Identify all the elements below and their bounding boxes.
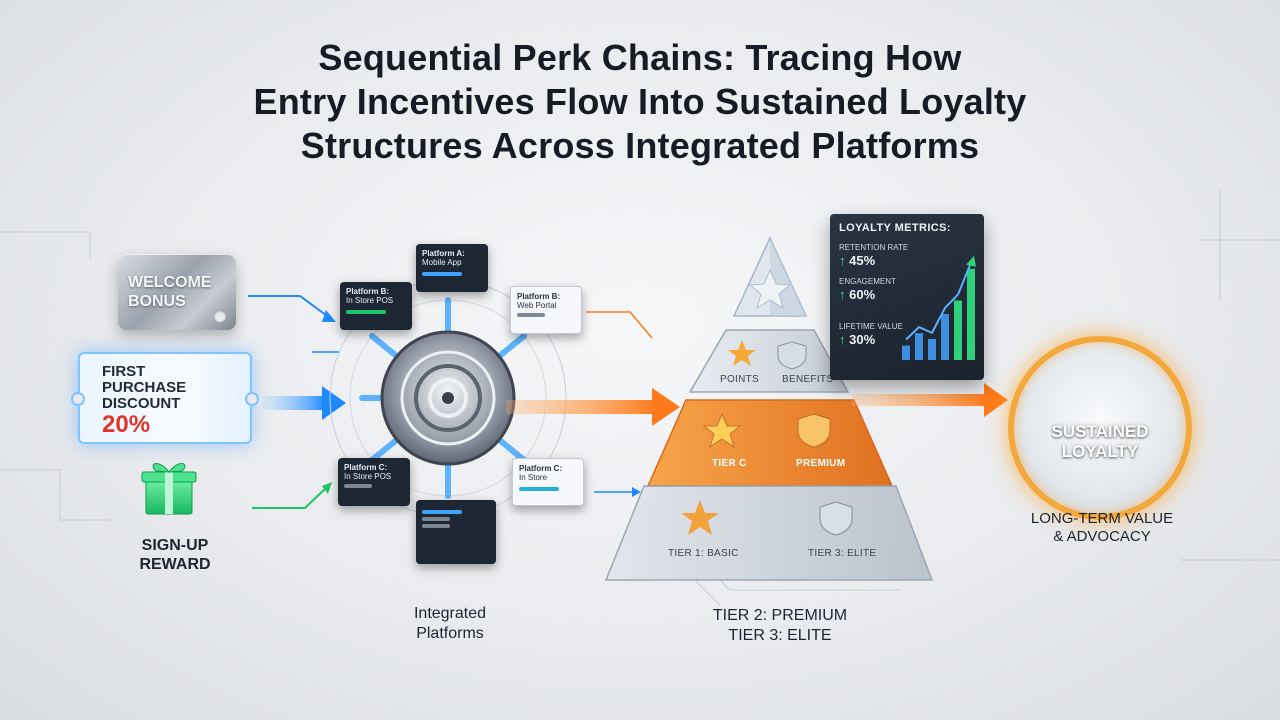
long-term-value-caption: LONG-TERM VALUE & ADVOCACY bbox=[1004, 510, 1200, 546]
platform-b-left-sub: In Store POS bbox=[346, 296, 394, 305]
page-title: Sequential Perk Chains: Tracing How Entr… bbox=[0, 36, 1280, 168]
metric-bar bbox=[915, 333, 923, 360]
sustained-loyalty-label: SUSTAINED LOYALTY bbox=[1014, 422, 1186, 462]
metric-value: 30% bbox=[849, 332, 876, 347]
welcome-line-1: WELCOME bbox=[128, 274, 212, 291]
gift-icon bbox=[141, 463, 197, 515]
platform-c-right-name: Platform C: bbox=[519, 464, 563, 473]
metric-value-row: ↑ 30% bbox=[839, 332, 975, 347]
metric-label: LIFETIME VALUE bbox=[839, 322, 903, 331]
tablet-screen-bar bbox=[422, 517, 450, 521]
first-purchase-discount-ticket: FIRST PURCHASE DISCOUNT 20% bbox=[71, 352, 259, 444]
tier-caption: TIER 2: PREMIUM TIER 3: ELITE bbox=[650, 606, 910, 646]
platforms-label-line-1: Integrated bbox=[413, 605, 487, 622]
discount-line-2: PURCHASE bbox=[102, 379, 187, 396]
platform-b-left-name: Platform B: bbox=[346, 287, 390, 296]
discount-line-1: FIRST bbox=[102, 363, 146, 380]
platforms-label-line-2: Platforms bbox=[416, 625, 484, 642]
title-line-3: Structures Across Integrated Platforms bbox=[300, 125, 980, 166]
up-arrow-icon: ↑ bbox=[839, 287, 846, 302]
signup-line-2: REWARD bbox=[139, 556, 211, 573]
platform-c-left-name: Platform C: bbox=[344, 463, 388, 472]
platform-c-left-sub: In Store POS bbox=[344, 472, 392, 481]
discount-value: 20% bbox=[102, 411, 151, 438]
loyalty-line-1: SUSTAINED bbox=[1051, 422, 1149, 441]
card-chip-icon bbox=[214, 310, 226, 322]
metric-label: ENGAGEMENT bbox=[839, 277, 896, 286]
longterm-line-2: & ADVOCACY bbox=[1053, 528, 1151, 545]
platform-b-screen-bar bbox=[346, 310, 386, 314]
tier-top-right-label: BENEFITS bbox=[782, 374, 834, 385]
platform-a-card: Platform A: Mobile App bbox=[416, 244, 488, 292]
longterm-line-1: LONG-TERM VALUE bbox=[1030, 510, 1174, 527]
sustained-loyalty-medallion: SUSTAINED LOYALTY bbox=[1008, 336, 1192, 520]
ticket-notch bbox=[245, 392, 259, 406]
metric-label: RETENTION RATE bbox=[839, 243, 909, 252]
metrics-heading: LOYALTY METRICS: bbox=[839, 222, 951, 234]
integrated-platforms-label: Integrated Platforms bbox=[390, 604, 510, 644]
main-blue-arrow bbox=[322, 386, 346, 420]
platform-c-right-sub: In Store bbox=[519, 473, 548, 482]
platform-c-pos-card: Platform C: In Store POS bbox=[338, 458, 410, 506]
tier-base-right-label: TIER 3: ELITE bbox=[808, 548, 877, 559]
input-arrows bbox=[248, 295, 346, 509]
tablet-screen-bar bbox=[422, 510, 462, 514]
metrics-bar-chart bbox=[902, 255, 976, 360]
platform-b-pos-card: Platform B: In Store POS bbox=[340, 282, 412, 330]
loyalty-tier-pyramid bbox=[604, 236, 934, 581]
platform-b-right-name: Platform B: bbox=[517, 292, 561, 301]
platform-c-screen-bar bbox=[344, 484, 372, 488]
discount-line-3: DISCOUNT bbox=[102, 395, 181, 412]
tier-mid-left-label: TIER C bbox=[712, 458, 747, 469]
metric-value: 60% bbox=[849, 287, 876, 302]
metric-value: 45% bbox=[849, 253, 876, 268]
tier-mid-right-label: PREMIUM bbox=[796, 458, 846, 469]
platform-a-screen-bar bbox=[422, 272, 462, 276]
tier-caption-line-2: TIER 3: ELITE bbox=[728, 627, 832, 644]
metric-bar bbox=[954, 300, 962, 360]
integration-hub bbox=[329, 279, 567, 517]
platform-a-name: Platform A: bbox=[422, 249, 465, 258]
title-line-1: Sequential Perk Chains: Tracing How bbox=[318, 37, 962, 78]
metric-value-row: ↑ 45% bbox=[839, 253, 975, 268]
pyramid-to-loyalty-arrow bbox=[852, 383, 1008, 417]
up-arrow-icon: ↑ bbox=[839, 253, 846, 268]
ticket-notch bbox=[71, 392, 85, 406]
tier-top-left-label: POINTS bbox=[720, 374, 760, 385]
up-arrow-icon: ↑ bbox=[839, 332, 846, 347]
welcome-line-2: BONUS bbox=[128, 293, 186, 310]
metric-bar bbox=[928, 338, 936, 360]
platform-b-web-screen-bar bbox=[517, 313, 545, 317]
tablet-screen-bar bbox=[422, 524, 450, 528]
platform-tablet-devices bbox=[416, 500, 496, 564]
loyalty-line-2: LOYALTY bbox=[1061, 442, 1139, 461]
metric-bar bbox=[967, 268, 975, 360]
signup-line-1: SIGN-UP bbox=[141, 537, 209, 554]
tier-caption-line-1: TIER 2: PREMIUM bbox=[712, 607, 848, 624]
platform-c-store-screen-bar bbox=[519, 487, 559, 491]
trend-arrow-icon bbox=[966, 255, 976, 267]
loyalty-metrics-panel: LOYALTY METRICS: RETENTION RATE ↑ 45% EN… bbox=[830, 214, 984, 380]
metric-bar bbox=[941, 313, 949, 360]
trend-line bbox=[905, 262, 972, 341]
signup-reward-label: SIGN-UP REWARD bbox=[120, 536, 230, 574]
metric-bar bbox=[902, 345, 910, 360]
platform-b-web-card: Platform B: Web Portal bbox=[510, 286, 582, 334]
welcome-bonus-card: WELCOME BONUS bbox=[118, 254, 236, 330]
title-line-2: Entry Incentives Flow Into Sustained Loy… bbox=[253, 81, 1027, 122]
tier-base-left-label: TIER 1: BASIC bbox=[668, 548, 739, 559]
platform-c-store-card: Platform C: In Store bbox=[512, 458, 584, 506]
platform-b-right-sub: Web Portal bbox=[517, 301, 557, 310]
platform-a-sub: Mobile App bbox=[422, 258, 462, 267]
metric-value-row: ↑ 60% bbox=[839, 287, 975, 302]
hub-to-pyramid-arrow bbox=[506, 311, 680, 497]
